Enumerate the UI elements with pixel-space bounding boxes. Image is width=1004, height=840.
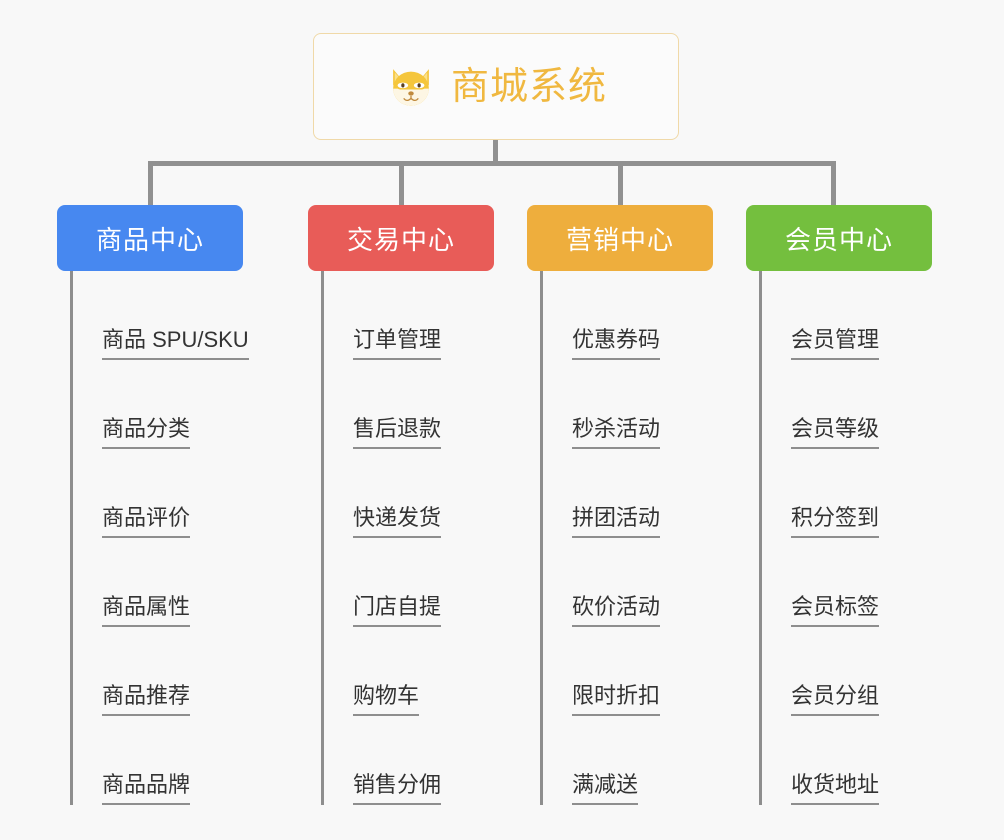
branch-label: 会员中心 (784, 224, 893, 255)
connector-stem (493, 140, 498, 164)
root-title: 商城系统 (450, 65, 607, 108)
list-item-label: 秒杀活动 (572, 416, 661, 449)
connector-drop-2 (399, 161, 404, 205)
list-item-label: 收货地址 (791, 772, 880, 805)
list-item-label: 销售分佣 (353, 772, 442, 805)
list-item[interactable]: 会员分组 (746, 627, 986, 716)
list-item-label: 优惠券码 (572, 327, 661, 360)
connector-drop-3 (618, 161, 623, 205)
list-item-label: 积分签到 (791, 505, 880, 538)
root-node[interactable]: 商城系统 (313, 33, 679, 140)
branch-trade-center: 交易中心 订单管理 售后退款 快递发货 门店自提 购物车 销售分佣 (308, 205, 548, 805)
list-item-label: 商品分类 (102, 416, 191, 449)
list-item[interactable]: 砍价活动 (527, 538, 767, 627)
list-item-label: 限时折扣 (572, 683, 661, 716)
branch-items-trade-center: 订单管理 售后退款 快递发货 门店自提 购物车 销售分佣 (308, 271, 548, 805)
list-item[interactable]: 会员管理 (746, 271, 986, 360)
branch-items-product-center: 商品 SPU/SKU 商品分类 商品评价 商品属性 商品推荐 商品品牌 (57, 271, 317, 805)
connector-drop-4 (831, 161, 836, 205)
list-item[interactable]: 售后退款 (308, 360, 548, 449)
list-item[interactable]: 门店自提 (308, 538, 548, 627)
branch-header-member-center[interactable]: 会员中心 (746, 205, 932, 271)
list-item[interactable]: 拼团活动 (527, 449, 767, 538)
list-item[interactable]: 会员标签 (746, 538, 986, 627)
list-item[interactable]: 秒杀活动 (527, 360, 767, 449)
list-item[interactable]: 商品分类 (57, 360, 317, 449)
list-item-label: 商品属性 (102, 594, 191, 627)
branch-spine (70, 271, 73, 805)
branch-member-center: 会员中心 会员管理 会员等级 积分签到 会员标签 会员分组 收货地址 (746, 205, 986, 805)
list-item-label: 会员等级 (791, 416, 880, 449)
list-item-label: 商品品牌 (102, 772, 191, 805)
list-item-label: 快递发货 (353, 505, 442, 538)
list-item-label: 会员管理 (791, 327, 880, 360)
list-item[interactable]: 商品推荐 (57, 627, 317, 716)
branch-spine (321, 271, 324, 805)
shiba-dog-icon (385, 61, 437, 113)
list-item[interactable]: 商品品牌 (57, 716, 317, 805)
list-item[interactable]: 订单管理 (308, 271, 548, 360)
branch-header-marketing-center[interactable]: 营销中心 (527, 205, 713, 271)
list-item-label: 门店自提 (353, 594, 442, 627)
list-item[interactable]: 商品属性 (57, 538, 317, 627)
branch-product-center: 商品中心 商品 SPU/SKU 商品分类 商品评价 商品属性 商品推荐 商品品牌 (57, 205, 317, 805)
list-item[interactable]: 优惠券码 (527, 271, 767, 360)
branch-items-member-center: 会员管理 会员等级 积分签到 会员标签 会员分组 收货地址 (746, 271, 986, 805)
list-item-label: 拼团活动 (572, 505, 661, 538)
branch-spine (759, 271, 762, 805)
list-item-label: 售后退款 (353, 416, 442, 449)
branch-label: 交易中心 (346, 224, 455, 255)
list-item-label: 购物车 (353, 683, 420, 716)
list-item[interactable]: 购物车 (308, 627, 548, 716)
branch-items-marketing-center: 优惠券码 秒杀活动 拼团活动 砍价活动 限时折扣 满减送 (527, 271, 767, 805)
list-item[interactable]: 收货地址 (746, 716, 986, 805)
list-item[interactable]: 限时折扣 (527, 627, 767, 716)
list-item[interactable]: 快递发货 (308, 449, 548, 538)
branch-label: 营销中心 (565, 224, 674, 255)
list-item-label: 商品评价 (102, 505, 191, 538)
branch-label: 商品中心 (95, 224, 204, 255)
list-item[interactable]: 会员等级 (746, 360, 986, 449)
list-item-label: 订单管理 (353, 327, 442, 360)
branch-spine (540, 271, 543, 805)
list-item-label: 商品推荐 (102, 683, 191, 716)
list-item-label: 会员标签 (791, 594, 880, 627)
branch-header-product-center[interactable]: 商品中心 (57, 205, 243, 271)
list-item-label: 会员分组 (791, 683, 880, 716)
connector-horizontal-bar (148, 161, 836, 166)
list-item[interactable]: 商品评价 (57, 449, 317, 538)
list-item-label: 商品 SPU/SKU (102, 327, 249, 360)
list-item[interactable]: 销售分佣 (308, 716, 548, 805)
branch-header-trade-center[interactable]: 交易中心 (308, 205, 494, 271)
list-item-label: 砍价活动 (572, 594, 661, 627)
list-item[interactable]: 满减送 (527, 716, 767, 805)
list-item-label: 满减送 (572, 772, 639, 805)
list-item[interactable]: 商品 SPU/SKU (57, 271, 317, 360)
connector-drop-1 (148, 161, 153, 205)
list-item[interactable]: 积分签到 (746, 449, 986, 538)
branch-marketing-center: 营销中心 优惠券码 秒杀活动 拼团活动 砍价活动 限时折扣 满减送 (527, 205, 767, 805)
